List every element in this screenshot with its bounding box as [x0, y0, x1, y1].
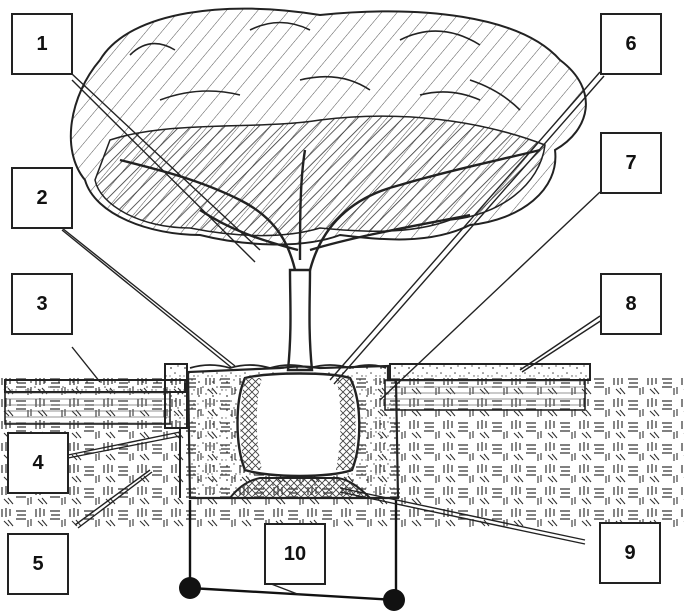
- label-6: 6: [600, 13, 662, 75]
- label-2: 2: [11, 167, 73, 229]
- label-3: 3: [11, 273, 73, 335]
- label-10: 10: [264, 523, 326, 585]
- label-9: 9: [599, 522, 661, 584]
- label-4: 4: [7, 432, 69, 494]
- paving-left: [5, 364, 187, 428]
- label-8: 8: [600, 273, 662, 335]
- tree-trunk: [288, 270, 312, 370]
- tree-canopy: [71, 9, 586, 245]
- label-7: 7: [600, 132, 662, 194]
- dimension-dot-left: [179, 577, 201, 599]
- label-5: 5: [7, 533, 69, 595]
- label-1: 1: [11, 13, 73, 75]
- dimension-dot-right: [383, 589, 405, 611]
- compacted-base: [230, 478, 370, 498]
- paving-right: [385, 364, 590, 410]
